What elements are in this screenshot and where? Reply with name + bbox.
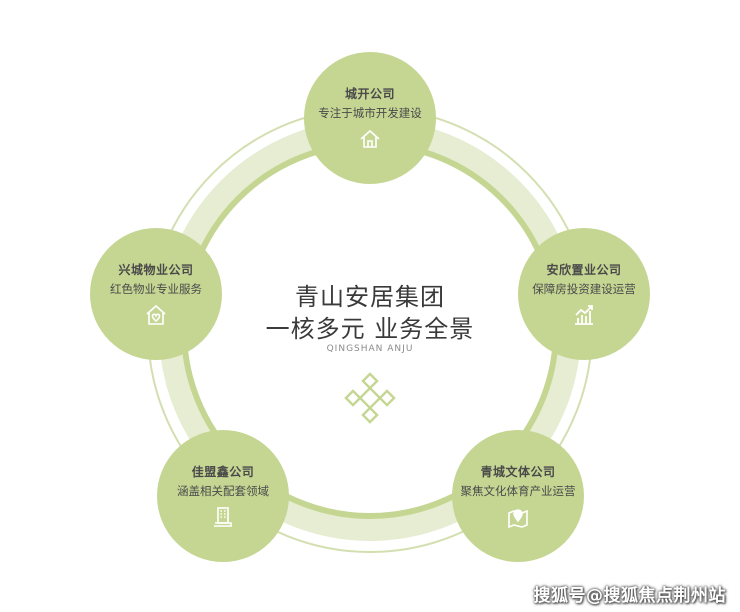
heart-house-icon: [146, 304, 166, 325]
node-desc: 涵盖相关配套领域: [177, 483, 269, 498]
node-anxin: 安欣置业公司 保障房投资建设运营: [518, 228, 650, 360]
house-icon: [360, 129, 380, 148]
node-qingcheng: 青城文体公司 聚焦文化体育产业运营: [452, 430, 584, 562]
node-desc: 红色物业专业服务: [110, 281, 202, 296]
bar-chart-icon: [575, 304, 593, 325]
watermark: 搜狐号@搜狐焦点荆州站: [533, 586, 726, 606]
node-title: 城开公司: [344, 86, 395, 101]
node-title: 青城文体公司: [480, 464, 556, 479]
node-desc: 保障房投资建设运营: [532, 281, 636, 296]
center-subtitle: QINGSHAN ANJU: [326, 344, 414, 354]
node-title: 兴城物业公司: [118, 262, 194, 277]
node-title: 佳盟鑫公司: [191, 464, 255, 479]
node-desc: 聚焦文化体育产业运营: [460, 483, 576, 498]
node-chengkai: 城开公司 专注于城市开发建设: [304, 52, 436, 184]
center-title-line1: 青山安居集团: [295, 283, 445, 311]
node-xingcheng: 兴城物业公司 红色物业专业服务: [90, 228, 222, 360]
map-pin-icon: [508, 508, 528, 528]
building-icon: [214, 506, 232, 527]
diamond-network-icon: [344, 372, 396, 424]
node-jiamengxin: 佳盟鑫公司 涵盖相关配套领域: [157, 430, 289, 562]
node-desc: 专注于城市开发建设: [318, 105, 422, 120]
node-title: 安欣置业公司: [546, 262, 622, 277]
center-title-line2: 一核多元 业务全景: [265, 315, 475, 343]
